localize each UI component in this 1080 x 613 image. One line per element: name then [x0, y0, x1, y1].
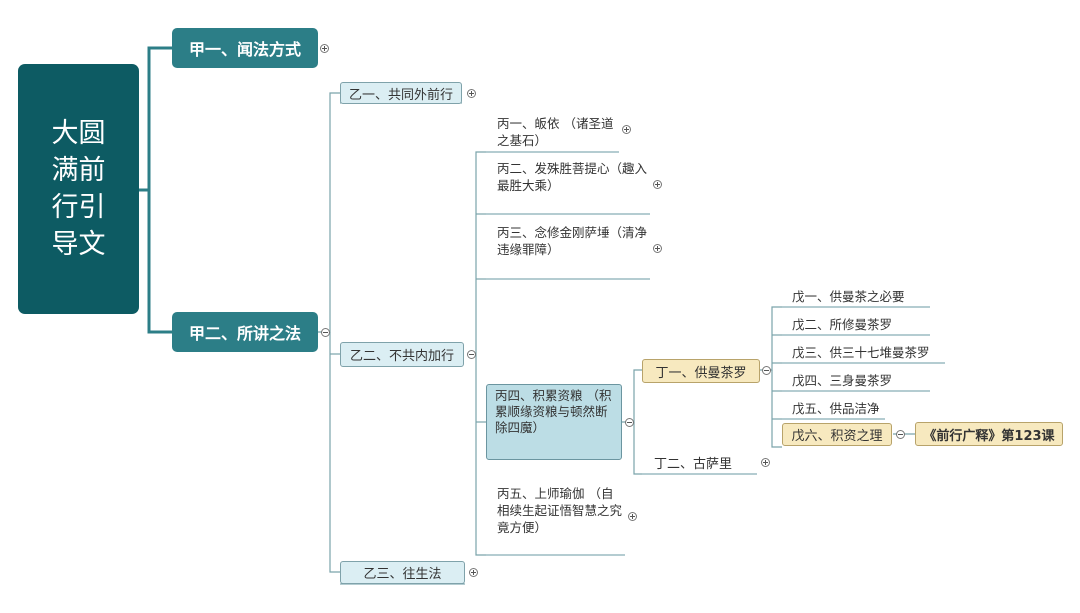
node-yi2-label: 乙二、不共内加行 — [349, 349, 454, 364]
node-jia1[interactable]: 甲一、闻法方式 — [172, 28, 318, 68]
node-link-lesson-123[interactable]: 《前行广释》第123课 — [915, 422, 1063, 446]
expand-plus-icon[interactable] — [320, 44, 329, 53]
node-bing3-label: 丙三、念修金刚萨埵（清净违缘罪障） — [497, 225, 648, 257]
expand-plus-icon[interactable] — [653, 180, 662, 189]
expand-plus-icon[interactable] — [622, 125, 631, 134]
node-bing1-label: 丙一、皈依 （诸圣道之基石） — [497, 116, 614, 148]
node-wu4-label: 戊四、三身曼茶罗 — [792, 373, 893, 388]
node-wu3[interactable]: 戊三、供三十七堆曼茶罗 — [792, 344, 947, 361]
expand-plus-icon[interactable] — [653, 244, 662, 253]
collapse-minus-icon[interactable] — [321, 328, 330, 337]
node-wu1-label: 戊一、供曼茶之必要 — [792, 289, 905, 304]
collapse-minus-icon[interactable] — [896, 430, 905, 439]
node-ding2[interactable]: 丁二、古萨里 — [654, 456, 754, 473]
node-bing2-label: 丙二、发殊胜菩提心（趣入最胜大乘） — [497, 161, 648, 193]
node-wu6[interactable]: 戊六、积资之理 — [782, 423, 892, 446]
node-yi3[interactable]: 乙三、往生法 — [340, 561, 465, 584]
node-ding1[interactable]: 丁一、供曼茶罗 — [642, 359, 760, 383]
collapse-minus-icon[interactable] — [625, 418, 634, 427]
node-yi2[interactable]: 乙二、不共内加行 — [340, 342, 464, 367]
node-wu4[interactable]: 戊四、三身曼茶罗 — [792, 372, 932, 389]
root-node[interactable]: 大圆满前行引导文 — [18, 64, 139, 314]
node-bing4-label: 丙四、积累资粮 （积累顺缘资粮与顿然断除四魔） — [495, 388, 612, 435]
expand-plus-icon[interactable] — [628, 512, 637, 521]
node-ding2-label: 丁二、古萨里 — [654, 457, 733, 472]
node-bing5[interactable]: 丙五、上师瑜伽 （自相续生起证悟智慧之究竟方便） — [497, 485, 623, 536]
node-wu2[interactable]: 戊二、所修曼茶罗 — [792, 316, 932, 333]
node-wu5-label: 戊五、供品洁净 — [792, 401, 880, 416]
node-yi1[interactable]: 乙一、共同外前行 — [340, 82, 462, 104]
root-node-label: 大圆满前行引导文 — [51, 118, 106, 260]
node-wu1[interactable]: 戊一、供曼茶之必要 — [792, 288, 932, 305]
node-link-label: 《前行广释》第123课 — [923, 428, 1055, 444]
node-bing1[interactable]: 丙一、皈依 （诸圣道之基石） — [497, 115, 619, 149]
collapse-minus-icon[interactable] — [762, 366, 771, 375]
node-jia2-label: 甲二、所讲之法 — [188, 324, 301, 343]
node-bing4[interactable]: 丙四、积累资粮 （积累顺缘资粮与顿然断除四魔） — [486, 384, 622, 460]
node-bing3[interactable]: 丙三、念修金刚萨埵（清净违缘罪障） — [497, 224, 647, 258]
node-wu3-label: 戊三、供三十七堆曼茶罗 — [792, 345, 930, 360]
node-wu6-label: 戊六、积资之理 — [791, 429, 883, 444]
expand-plus-icon[interactable] — [761, 458, 770, 467]
node-yi1-label: 乙一、共同外前行 — [348, 87, 453, 103]
node-bing5-label: 丙五、上师瑜伽 （自相续生起证悟智慧之究竟方便） — [497, 486, 623, 535]
node-bing2[interactable]: 丙二、发殊胜菩提心（趣入最胜大乘） — [497, 160, 647, 194]
collapse-minus-icon[interactable] — [467, 350, 476, 359]
node-yi3-label: 乙三、往生法 — [363, 567, 442, 582]
node-jia2[interactable]: 甲二、所讲之法 — [172, 312, 318, 352]
node-jia1-label: 甲一、闻法方式 — [188, 40, 301, 59]
node-ding1-label: 丁一、供曼茶罗 — [655, 365, 747, 381]
expand-plus-icon[interactable] — [469, 568, 478, 577]
node-wu5[interactable]: 戊五、供品洁净 — [792, 400, 892, 417]
node-wu2-label: 戊二、所修曼茶罗 — [792, 317, 893, 332]
expand-plus-icon[interactable] — [467, 89, 476, 98]
